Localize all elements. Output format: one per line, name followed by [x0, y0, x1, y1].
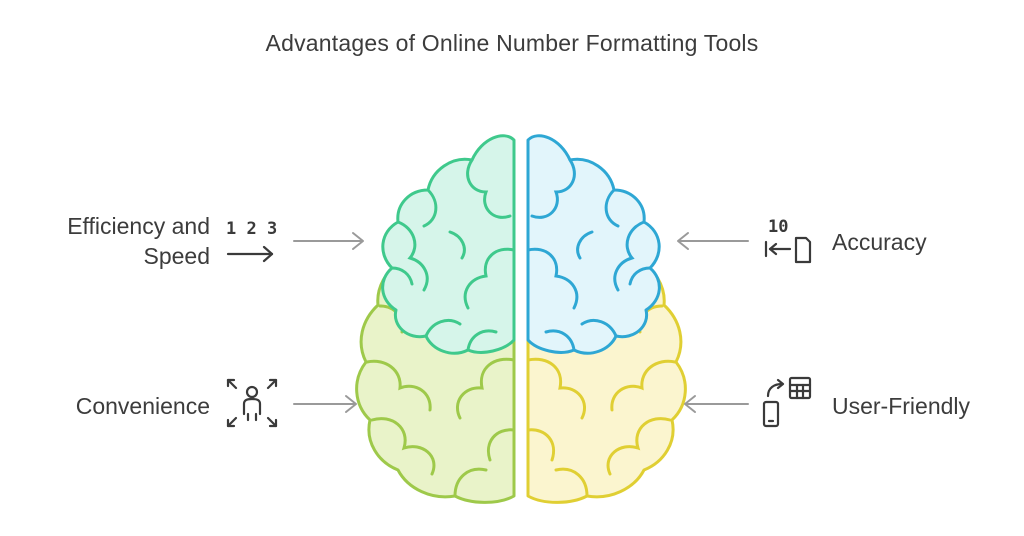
arrow-user-friendly — [684, 395, 749, 413]
arrow-efficiency — [293, 232, 364, 250]
label-convenience: Convenience — [75, 393, 210, 419]
label-efficiency-line1: Efficiency and — [67, 213, 210, 239]
icon-123-text: 1 2 3 — [226, 219, 277, 239]
arrow-accuracy — [677, 232, 749, 250]
label-efficiency-line2: Speed — [143, 243, 210, 269]
label-efficiency-and-speed: Efficiency and Speed — [20, 211, 210, 271]
arrow-convenience — [293, 395, 357, 413]
label-accuracy: Accuracy — [832, 229, 927, 255]
diagram-title: Advantages of Online Number Formatting T… — [265, 30, 759, 56]
person-expand-icon — [226, 378, 278, 428]
phone-calculator-icon — [762, 376, 812, 428]
icon-10-text: 10 — [768, 217, 788, 237]
numbers-123-icon: 1 2 3 — [226, 219, 277, 263]
decimal-precision-icon: 10 — [764, 217, 812, 264]
label-user-friendly: User-Friendly — [832, 393, 971, 419]
